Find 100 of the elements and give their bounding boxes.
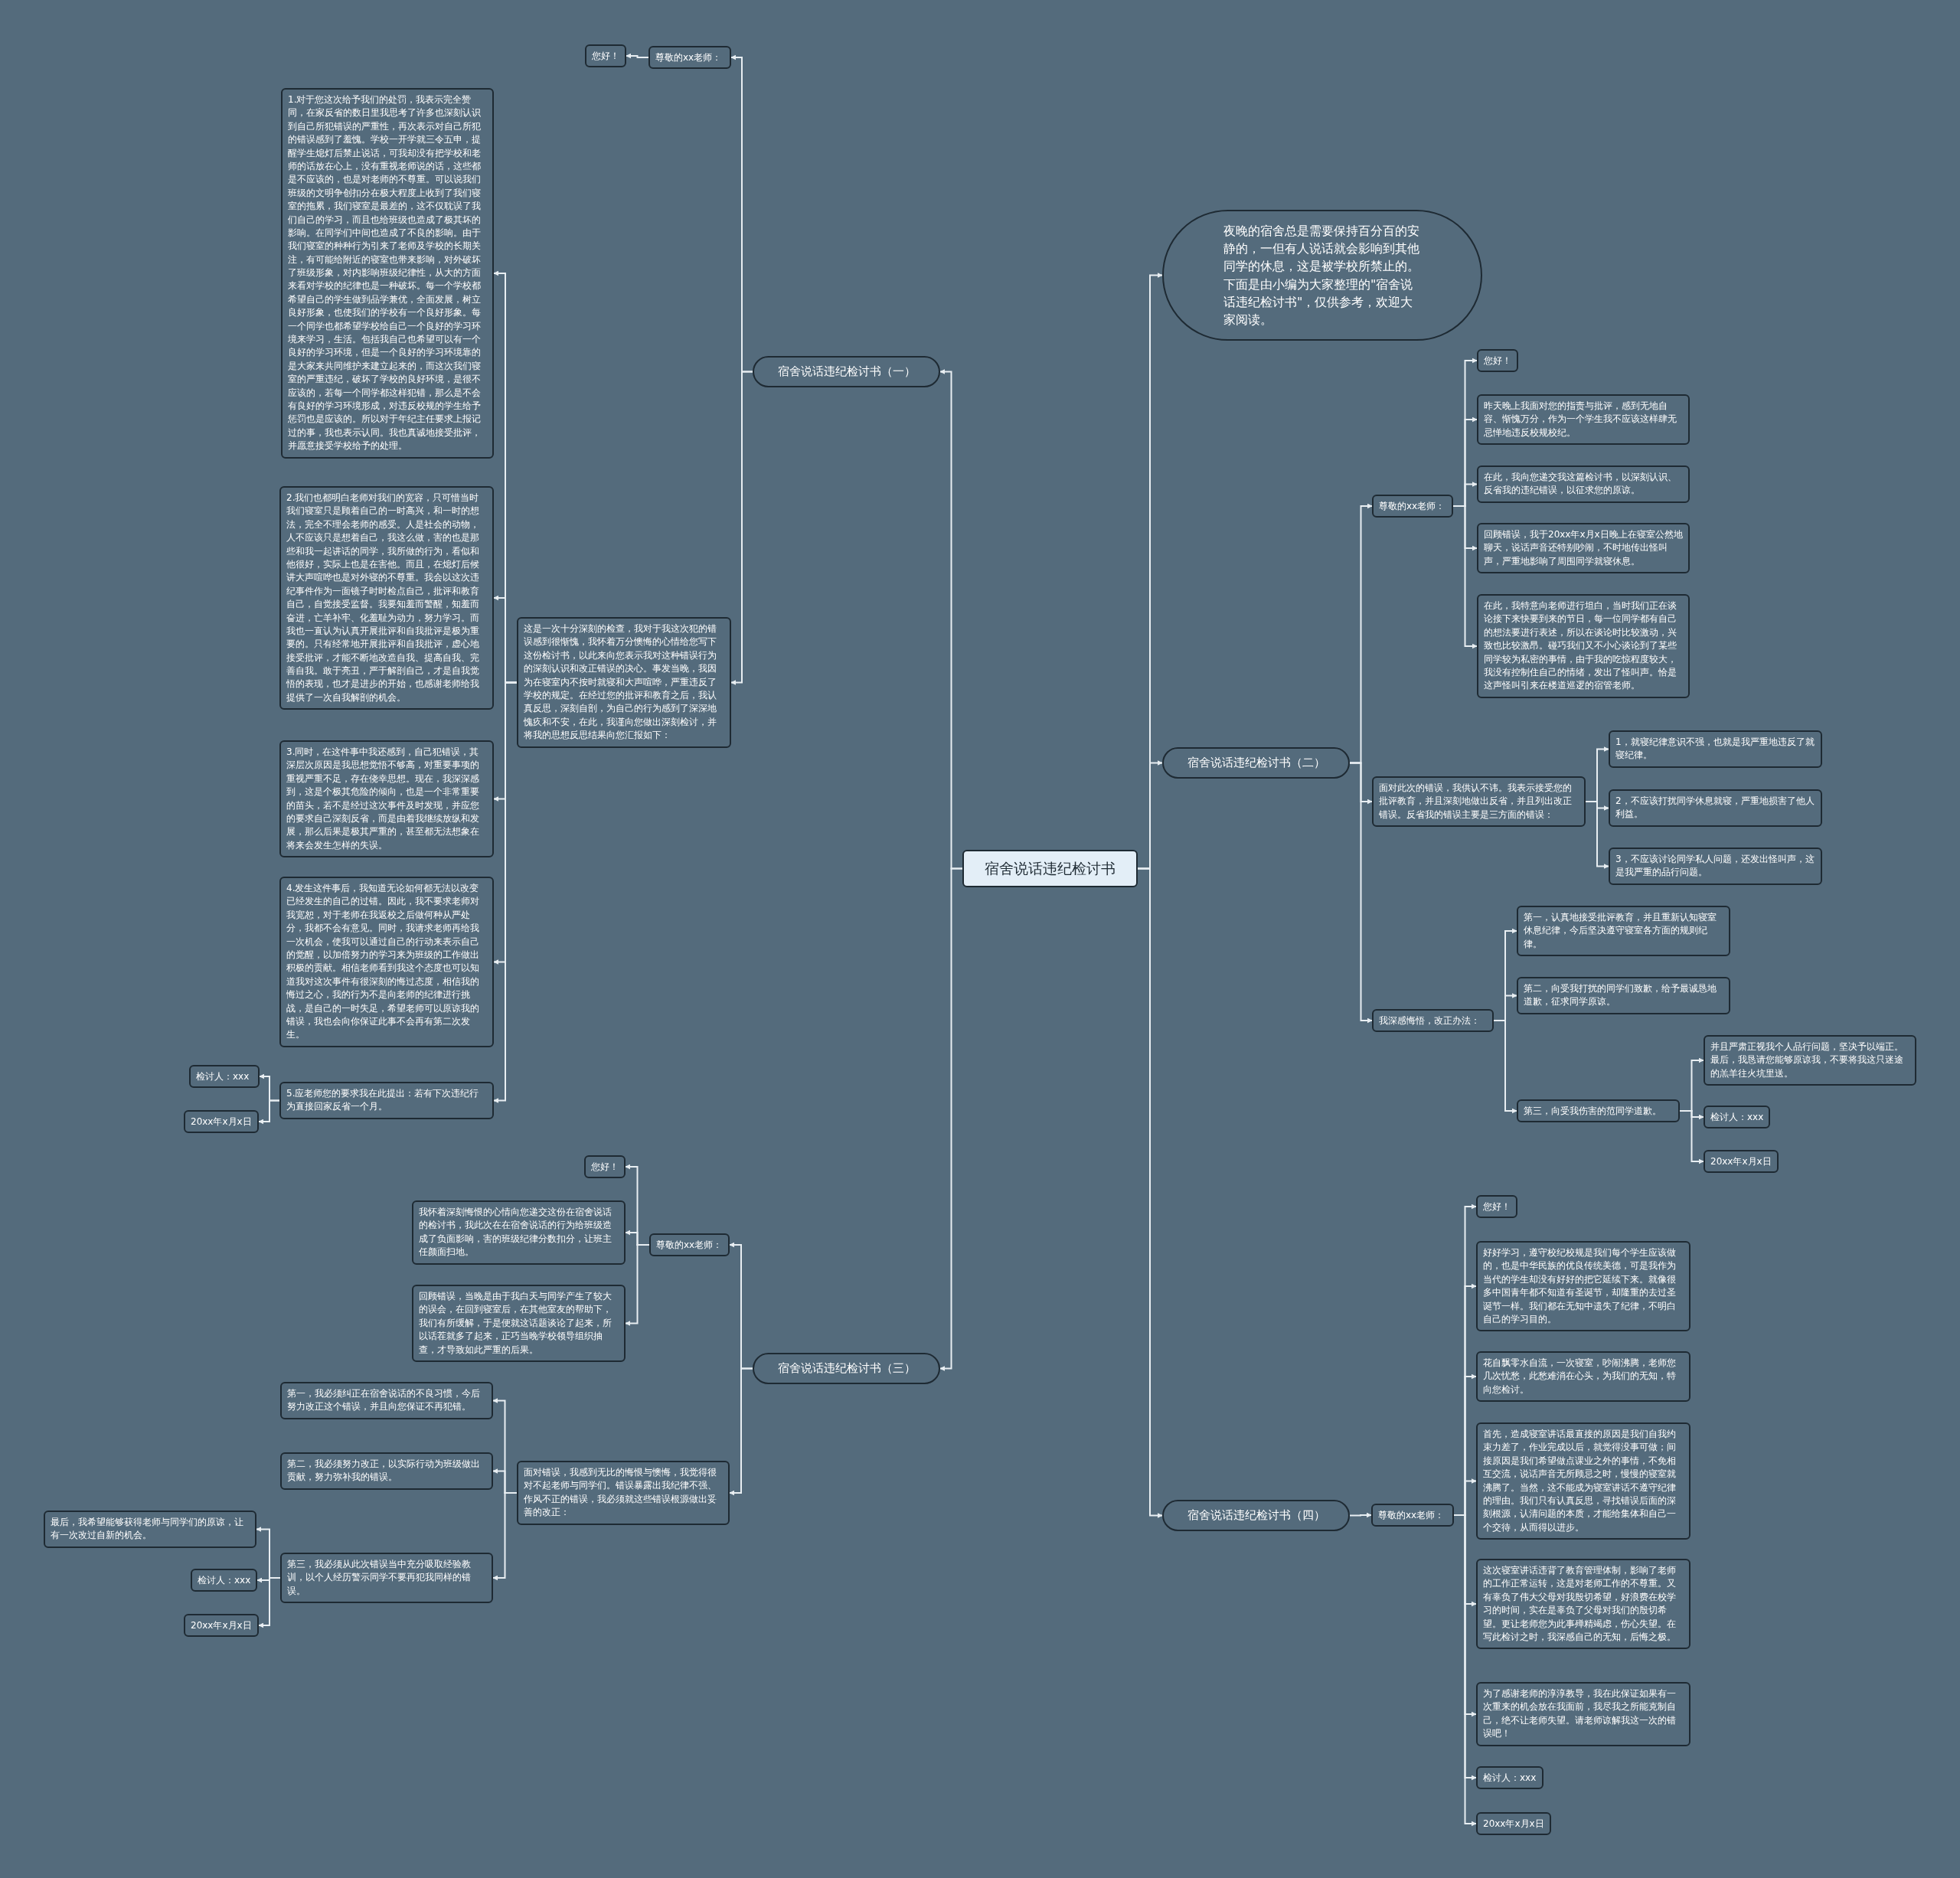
- text-box: [1517, 977, 1730, 1014]
- text-box: [1477, 394, 1690, 446]
- central-topic: [962, 850, 1138, 887]
- topic-text: 为了感谢老师的淳淳教导，我在此保证如果有一次重来的机会放在我面前，我尽我之所能克制自己，绝不让老师失望。请老师谅解我这一次的错误吧！: [1483, 1687, 1677, 1741]
- text-box: [1476, 1682, 1690, 1746]
- topic-text: 检讨人：xxx: [198, 1574, 251, 1587]
- topic-text: 这次寝室讲话违背了教育管理体制，影响了老师的工作正常运转，这是对老师工作的不尊重。又有辜负了伟大父母对我殷切希望，好浪费在校学习的时间，实在是辜负了父母对我们的殷切希望。更让老师您为此事殚精竭虑，伤心失望。在写此检讨之时，我深感自己的无知，后悔之极。: [1483, 1564, 1677, 1644]
- topic-text: 3，不应该讨论同学私人问题，还发出怪叫声，这是我严重的品行问题。: [1615, 853, 1815, 880]
- label-box: [1704, 1150, 1779, 1173]
- topic-text: 面对错误，我感到无比的悔恨与懊悔，我觉得很对不起老师与同学们。错误暴露出我纪律不强、作风不正的错误，我必须就这些错误根源做出妥善的改正：: [524, 1466, 717, 1520]
- connector-arrow: [625, 1244, 650, 1326]
- branch-topic: [1162, 1500, 1350, 1531]
- connector-arrow: [1493, 1020, 1517, 1114]
- topic-text: 4.发生这件事后，我知道无论如何都无法以改变已经发生的自己的过错。因此，我不要求老师对我宽恕，对于老师在我返校之后做何种从严处分，我都不会有意见。同时，我请求老师再给我一次机会，使我可以通过自己的行动来表示自己的觉醒，以加倍努力的学习来为班级的工作做出积极的贡献。相信老师看到我这个态度也可以知道我对这次事件有很深刻的悔过态度，相信我的悔过之心，我的行为不是向老师的纪律进行挑战，是自己的一时失足，希望老师可以原谅我的错误，我也会向你保证此事不会再有第二次发生。: [286, 882, 480, 1042]
- connector-arrow: [729, 1367, 753, 1496]
- text-box: [280, 1553, 493, 1604]
- topic-text: 20xx年x月x日: [1483, 1818, 1544, 1831]
- topic-text: 这是一次十分深刻的检查，我对于我这次犯的错误感到很惭愧，我怀着万分懊悔的心情给您写下这份检讨书，以此来向您表示我对这种错误行为的深刻认识和改正错误的决心。事发当晚，我因为在寝室内不按时就寝和大声喧哗，严重违反了学校的规定。在经过您的批评和教育之后，我认真反思，深刻自剖，为自己的行为感到了深深地愧疚和不安，在此，我谨向您做出深刻检讨，并将我的思想反思结果向您汇报如下：: [524, 622, 717, 743]
- topic-text: 昨天晚上我面对您的指责与批评，感到无地自容、惭愧万分，作为一个学生我不应该这样肆无忌惮地违反校规校纪。: [1484, 400, 1677, 439]
- text-box: [1477, 594, 1690, 698]
- topic-text: 第一，我必须纠正在宿舍说话的不良习惯，今后努力改正这个错误，并且向您保证不再犯错。: [287, 1387, 481, 1414]
- topic-text: 检讨人：xxx: [196, 1070, 250, 1083]
- label-box: [1477, 349, 1518, 372]
- topic-text: 第一，认真地接受批评教育，并且重新认知寝室休息纪律，今后坚决遵守寝室各方面的规则纪律。: [1524, 911, 1717, 951]
- text-box: [1704, 1035, 1916, 1086]
- topic-text: 在此，我特意向老师进行坦白，当时我们正在谈论接下来快要到来的节日，每一位同学都有自己的想法要进行表述，所以在谈论时比较激动，兴致也比较激昂。碰巧我们又不小心谈论到了某些同学较为私密的事情，由于我的吃惊程度较大，我没有控制住自己的情绪，发出了怪叫声。恰是这声怪叫引来在楼道巡逻的宿管老师。: [1484, 599, 1677, 693]
- connector-arrow: [939, 867, 963, 1371]
- topic-text: 尊敬的xx老师：: [655, 51, 723, 64]
- label-box: [1704, 1106, 1771, 1128]
- connector-arrow: [258, 1099, 280, 1125]
- topic-text: 首先，造成寝室讲话最直接的原因是我们自我约束力差了，作业完成以后，就觉得没事可做；间接原因是我们希望做点课业之外的事情，不免相互交流，说话声音无所顾忌之时，慢慢的寝室就沸腾了。当然，这不能成为寝室讲话不遵守纪律的理由。我们只有认真反思，寻找错误后面的深刻根源，认清问题的本质，才能给集体和自己一个交待，从而得以进步。: [1483, 1428, 1677, 1534]
- topic-text: 第三，向受我伤害的范同学道歉。: [1524, 1105, 1662, 1118]
- label-box: [1476, 1812, 1551, 1835]
- topic-text: 第二，向受我打扰的同学们致歉，给予最诚恳地道歉，征求同学原谅。: [1524, 982, 1717, 1009]
- branch-topic: [753, 1353, 940, 1384]
- connector-arrow: [1349, 762, 1373, 1024]
- connector-arrow: [1137, 867, 1163, 1518]
- topic-text: 您好！: [591, 1161, 619, 1174]
- label-box: [1371, 1504, 1454, 1527]
- text-box: [280, 1382, 493, 1419]
- text-box: [279, 877, 494, 1047]
- text-box: [279, 1082, 494, 1119]
- label-box: [1372, 1009, 1494, 1032]
- text-box: [1609, 789, 1822, 827]
- label-box: [584, 1155, 626, 1178]
- topic-text: 第二，我必须努力改正，以实际行动为班级做出贡献，努力弥补我的错误。: [287, 1458, 481, 1484]
- text-box: [1476, 1422, 1690, 1540]
- topic-text: 面对此次的错误，我供认不讳。我表示接受您的批评教育，并且深刻地做出反省，并且列出改正错误。反省我的错误主要是三方面的错误：: [1379, 782, 1573, 821]
- topic-text: 宿舍说话违纪检讨书（二）: [1186, 755, 1326, 771]
- text-box: [1477, 523, 1690, 574]
- text-box: [1609, 848, 1822, 885]
- topic-text: 您好！: [1483, 1200, 1511, 1213]
- topic-text: 您好！: [1484, 354, 1511, 367]
- text-box: [1517, 906, 1730, 957]
- text-box: [412, 1285, 626, 1362]
- topic-text: 宿舍说话违纪检讨书（三）: [776, 1360, 916, 1377]
- connector-arrow: [730, 371, 753, 685]
- topic-text: 5.应老师您的要求我在此提出：若有下次违纪行为直接回家反省一个月。: [286, 1087, 480, 1114]
- intro-bubble: [1162, 210, 1482, 341]
- topic-text: 检讨人：xxx: [1710, 1111, 1764, 1124]
- topic-text: 花自飘零水自流，一次寝室，吵闹沸腾，老师您几次忧愁，此愁难消在心头，为我们的无知，特向您检讨。: [1483, 1357, 1677, 1396]
- topic-text: 并且严肃正视我个人品行问题，坚决予以端正。最后，我恳请您能够原谅我，不要将我这只迷途的羔羊往火坑里送。: [1710, 1040, 1904, 1080]
- topic-text: 尊敬的xx老师：: [1378, 1509, 1446, 1522]
- topic-text: 我深感悔悟，改正办法：: [1379, 1014, 1481, 1027]
- topic-text: 我怀着深刻悔恨的心情向您递交这份在宿舍说话的检讨书，我此次在在宿舍说话的行为给班级造成了负面影响，害的班级纪律分数扣分，让班主任颜面扫地。: [419, 1206, 612, 1259]
- branch-topic: [1162, 747, 1350, 779]
- connector-arrow: [1349, 1512, 1372, 1518]
- label-box: [1372, 495, 1453, 518]
- connector-arrow: [626, 53, 649, 59]
- topic-text: 3.同时，在这件事中我还感到，自己犯错误，其深层次原因是我思想觉悟不够高，对重要事项的重视严重不足，存在侥幸思想。现在，我深深感到，这是个极其危险的倾向，也是一个非常重要的苗头，若不是经过这次事件及时发现，并应您的要求自己深刻反省，而是由着我继续放纵和发展，那么后果是极其严重的，甚至都无法想象在将来会发生怎样的失误。: [286, 746, 480, 852]
- text-box: [280, 1452, 493, 1490]
- topic-text: 1，就寝纪律意识不强，也就是我严重地违反了就寝纪律。: [1615, 736, 1815, 763]
- topic-text: 20xx年x月x日: [191, 1619, 252, 1632]
- text-box: [412, 1200, 626, 1265]
- topic-text: 20xx年x月x日: [191, 1115, 252, 1128]
- topic-text: 第三，我必须从此次错误当中充分吸取经验教训，以个人经历警示同学不要再犯我同样的错误。: [287, 1558, 472, 1598]
- topic-text: 回顾错误，我于20xx年x月x日晚上在寝室公然地聊天，说话声音还特别吵闹，不时地传出怪叫声，严重地影响了周围同学就寝休息。: [1484, 528, 1683, 568]
- label-box: [1517, 1099, 1680, 1122]
- label-box: [1476, 1195, 1517, 1218]
- topic-text: 宿舍说话违纪检讨书: [984, 859, 1116, 878]
- connector-arrow: [1452, 505, 1478, 649]
- topic-text: 1.对于您这次给予我们的处罚，我表示完全赞同，在家反省的数日里我思考了许多也深刻认识到自己所犯错误的严重性，再次表示对自己所犯的错误感到了羞愧。学校一开学就三令五申，提醒学生熄灯后禁止说话，可我却没有把学校和老师的话放在心上，没有重视老师说的话，这些都是不应该的，也是对老师的不尊重。可以说我们班级的文明争创扣分在极大程度上收到了我们寝室的拖累，我们寝室是最差的，这不仅耽误了我们自己的学习，而且也给班级也造成了极其坏的影响。在同学们中间也造成了不良的影响。由于我们寝室的种种行为引来了老师及学校的长期关注，有可能给附近的寝室也带来影响，对外破坏了班级形象，对内影响班级纪律性，从大的方面来看对学校的纪律也是一种破坏。每一个学校都希望自己的学生做到品学兼优，全面发展，树立良好形象，也使我们的学校有一个良好形象。每一个同学也都希望学校给自己一个良好的学习环境来学习，生活。包括我自己也希望可以有一个良好的学习环境，但是一个良好的学习环境靠的是大家来共同维护来建立起来的，而这次我们寝室的严重违纪，破坏了学校的良好环境，是很不应该的，若每一个同学都这样犯错，那么是不会有良好的学习环境形成，对违反校规的学生给予惩罚也是应该的。所以对于年纪主任要求上报记过的事，我也表示认同。我也真诚地接受批评，并愿意接受学校给予的处理。: [288, 93, 482, 453]
- topic-text: 尊敬的xx老师：: [1379, 500, 1446, 513]
- text-box: [517, 617, 731, 748]
- topic-text: 2.我们也都明白老师对我们的宽容，只可惜当时我们寝室只是顾着自己的一时高兴，和一时的想法，完全不理会老师的感受。人是社会的动物，人不应该只是想着自己，我这么做，害的也是那些和我一起讲话的同学，我所做的行为，看似和他很好，实际上也是在害他。而且，在熄灯后候讲大声喧哗也是对外寝的不尊重。我会以这次违纪事件作为一面镜子时时检点自己，批评和教育自己，自觉接受监督。我要知羞而警醒，知羞而奋进，亡羊补牢、化羞耻为动力，努力学习。而我也一直认为认真开展批评和自我批评是极为重要的。只有经常地开展批评和自我批评，虚心地接受批评，才能不断地改造自我、提高自我、完善自我。敢于亮丑，严于解剖自己，才是自我觉悟的表现，也才是进步的开始，也感谢老师给我提供了一次自我解剖的机会。: [286, 492, 480, 704]
- topic-text: 宿舍说话违纪检讨书（四）: [1186, 1507, 1326, 1524]
- label-box: [1476, 1766, 1544, 1789]
- topic-text: 尊敬的xx老师：: [656, 1239, 723, 1252]
- text-box: [1476, 1351, 1690, 1403]
- connector-arrow: [493, 681, 518, 1103]
- topic-text: 20xx年x月x日: [1710, 1155, 1772, 1168]
- text-box: [279, 740, 494, 858]
- text-box: [1372, 776, 1586, 828]
- text-box: [1476, 1241, 1690, 1332]
- text-box: [1609, 730, 1822, 768]
- text-box: [1477, 465, 1690, 503]
- label-box: [184, 1614, 259, 1637]
- connector-arrow: [258, 1577, 281, 1628]
- topic-text: 在此，我向您递交我这篇检讨书，以深刻认识、反省我的违纪错误，以征求您的原谅。: [1484, 471, 1677, 498]
- topic-text: 2，不应该打扰同学休息就寝，严重地损害了他人利益。: [1615, 795, 1815, 821]
